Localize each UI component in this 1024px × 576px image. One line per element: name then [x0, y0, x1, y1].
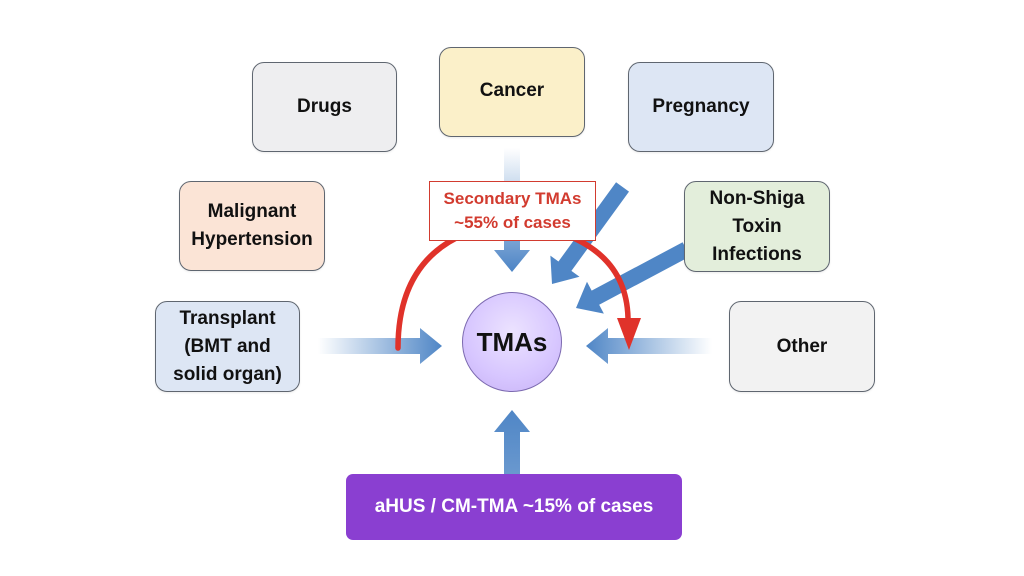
arrow-malignant-hypertension — [329, 242, 444, 314]
cause-malignant-hypertension: Malignant Hypertension — [179, 181, 325, 271]
secondary-tma-label: Secondary TMAs ~55% of cases — [429, 181, 596, 241]
arrow-non-shiga — [576, 242, 691, 314]
ahus-banner: aHUS / CM-TMA ~15% of cases — [346, 474, 682, 540]
cause-cancer: Cancer — [439, 47, 585, 137]
tma-center-label: TMAs — [476, 326, 548, 357]
secondary-arc-arrowhead — [617, 318, 641, 350]
cause-other: Other — [729, 301, 875, 392]
arrow-transplant — [318, 328, 442, 364]
arrow-other — [586, 328, 712, 364]
cause-non-shiga-toxin-infections: Non-Shiga Toxin Infections — [684, 181, 830, 272]
arrow-ahus — [494, 410, 530, 474]
cause-pregnancy: Pregnancy — [628, 62, 774, 152]
secondary-tma-share: ~55% of cases — [454, 213, 571, 232]
cause-transplant: Transplant (BMT and solid organ) — [155, 301, 300, 392]
ahus-banner-label: aHUS / CM-TMA ~15% of cases — [374, 496, 654, 517]
secondary-tma-title: Secondary TMAs — [443, 189, 582, 208]
cause-drugs: Drugs — [252, 62, 397, 152]
tma-center-circle: TMAs — [462, 292, 562, 392]
